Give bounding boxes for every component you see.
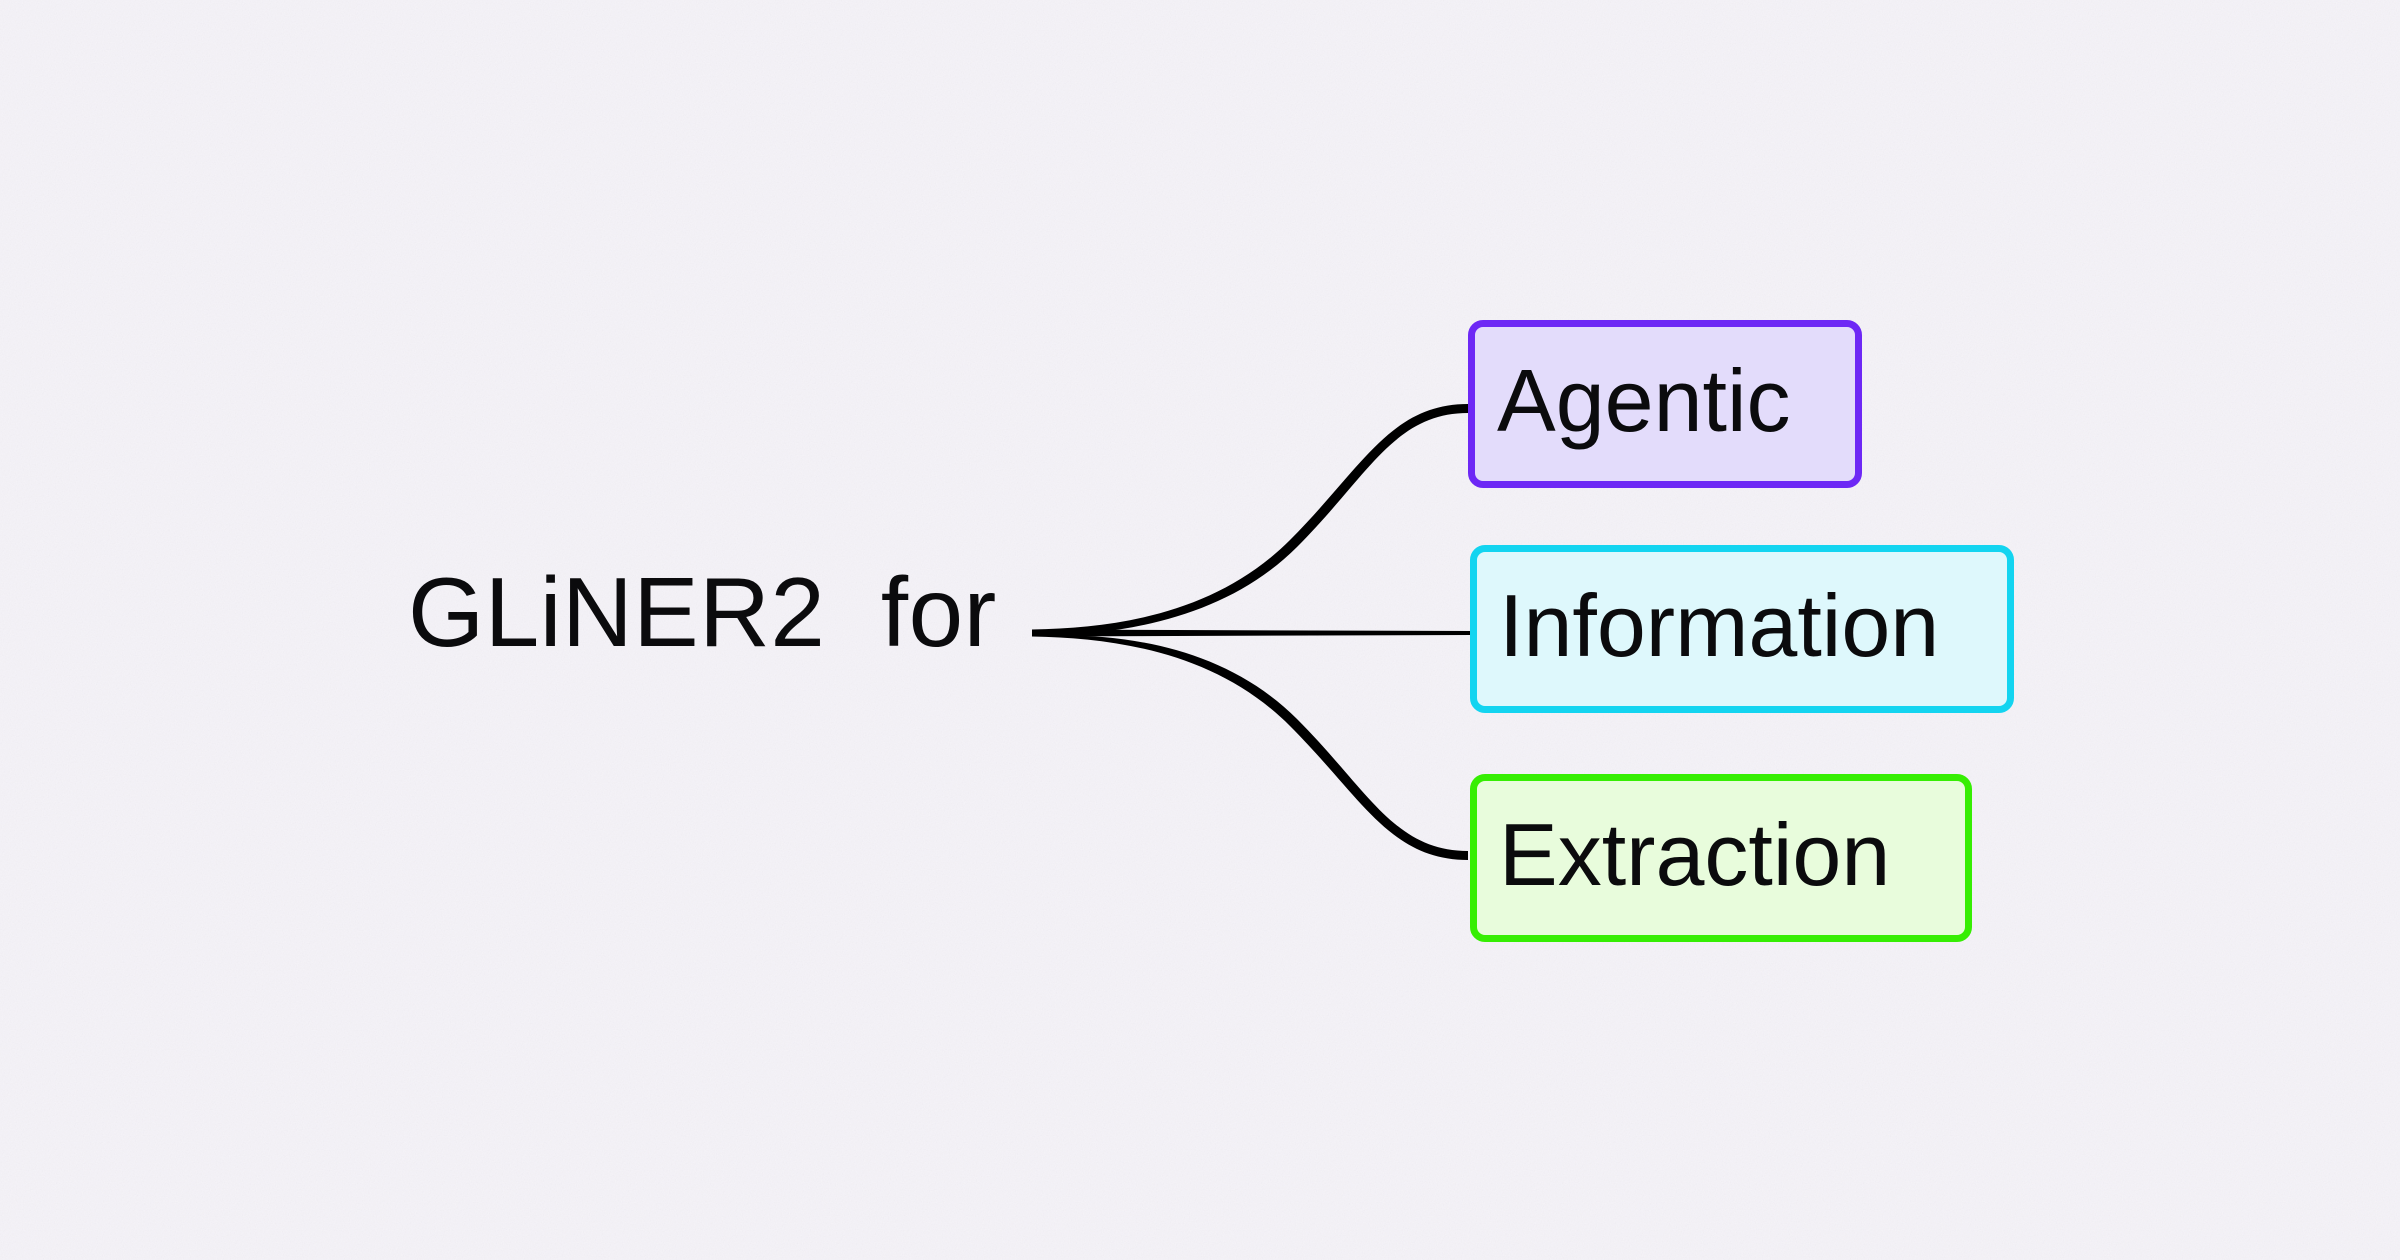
root-label: GLiNER2 for <box>408 557 997 667</box>
edge-to-agentic <box>1032 404 1468 637</box>
edge-to-extraction <box>1032 635 1468 860</box>
edge-to-information <box>1032 629 1470 637</box>
node-information-label: Information <box>1499 576 1940 675</box>
node-extraction-label: Extraction <box>1499 805 1891 904</box>
node-information[interactable]: Information <box>1470 545 2014 713</box>
node-agentic-label: Agentic <box>1497 351 1791 450</box>
node-agentic[interactable]: Agentic <box>1468 320 1862 488</box>
node-extraction[interactable]: Extraction <box>1470 774 1972 942</box>
